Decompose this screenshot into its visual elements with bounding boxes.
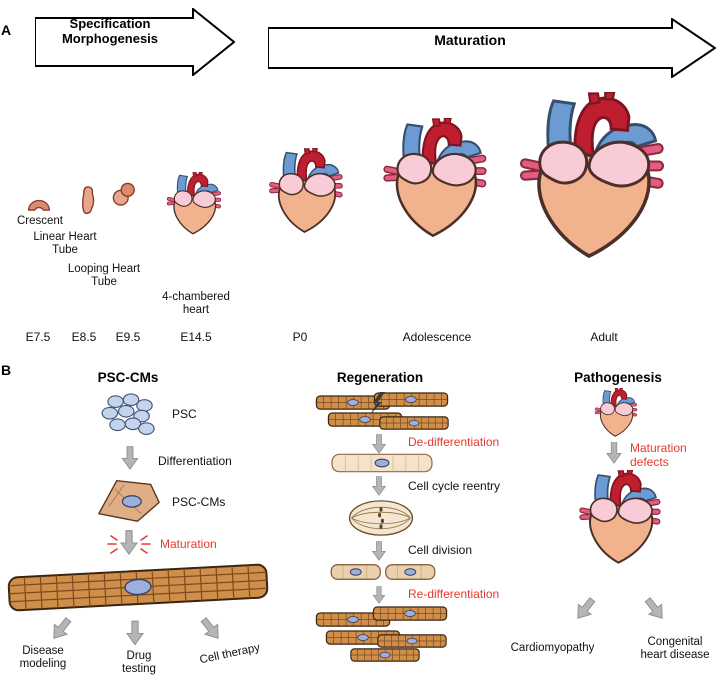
timepoint-adult: Adult bbox=[590, 330, 618, 344]
stage-label-looping-tube: Looping Heart Tube bbox=[67, 263, 141, 288]
cardiomyocyte-cluster-bottom-illustration bbox=[315, 606, 448, 662]
timepoint-p0: P0 bbox=[292, 330, 308, 344]
congenital-heart-disease-label: Congenital heart disease bbox=[640, 636, 710, 661]
regeneration-column-header: Regeneration bbox=[336, 370, 424, 385]
cell-therapy-arrow-icon bbox=[196, 613, 226, 645]
cardiomyopathy-arrow-icon bbox=[570, 593, 600, 625]
regeneration-arrow-2-icon bbox=[371, 476, 387, 496]
differentiation-label: Differentiation bbox=[158, 454, 232, 468]
specification-block-arrow bbox=[35, 8, 235, 76]
stage-label-4-chambered: 4-chambered heart bbox=[162, 291, 230, 316]
mitotic-cell-illustration bbox=[348, 500, 414, 536]
cell-division-label: Cell division bbox=[408, 543, 473, 557]
heart-e14-illustration bbox=[166, 172, 222, 236]
stage-label-linear-tube: Linear Heart Tube bbox=[33, 231, 97, 256]
defective-heart-illustration bbox=[578, 470, 662, 566]
drug-testing-label: Drug testing bbox=[122, 650, 156, 675]
cell-therapy-label: Cell therapy bbox=[198, 641, 262, 667]
specification-arrow-label: Specification Morphogenesis bbox=[61, 16, 159, 46]
mature-cardiomyocyte-illustration bbox=[7, 563, 269, 612]
lightning-icon bbox=[370, 392, 385, 415]
psc-cm-cell-illustration bbox=[98, 480, 160, 522]
regeneration-arrow-3-icon bbox=[371, 541, 387, 561]
pathogenesis-column-header: Pathogenesis bbox=[574, 370, 662, 385]
linear-heart-tube-illustration bbox=[82, 186, 95, 215]
cardiomyopathy-label: Cardiomyopathy bbox=[510, 642, 595, 654]
heart-adolescence-illustration bbox=[382, 118, 488, 240]
timepoint-e14-5: E14.5 bbox=[180, 330, 212, 344]
psc-cluster-illustration bbox=[101, 393, 155, 435]
psc-cms-label: PSC-CMs bbox=[172, 495, 226, 509]
psc-column-header: PSC-CMs bbox=[97, 370, 159, 385]
regeneration-arrow-1-icon bbox=[371, 434, 387, 454]
dedifferentiated-cell-illustration bbox=[331, 453, 433, 473]
heart-adult-illustration bbox=[518, 92, 666, 262]
dividing-cells-illustration bbox=[330, 564, 436, 580]
panel-a-label: A bbox=[1, 22, 12, 38]
heart-p0-illustration bbox=[268, 148, 344, 235]
cardiomyocyte-cluster-top-illustration bbox=[315, 392, 449, 430]
panel-b-label: B bbox=[1, 362, 12, 378]
disease-modeling-arrow-icon bbox=[46, 613, 76, 645]
psc-label: PSC bbox=[172, 407, 197, 421]
maturation-label: Maturation bbox=[160, 537, 217, 551]
regeneration-arrow-4-icon bbox=[371, 586, 387, 604]
maturation-defects-arrow-icon bbox=[606, 442, 622, 464]
dedifferentiation-label: De-differentiation bbox=[408, 435, 500, 449]
looping-heart-tube-illustration bbox=[112, 182, 135, 206]
differentiation-arrow-icon bbox=[121, 446, 139, 470]
timepoint-e9-5: E9.5 bbox=[115, 330, 141, 344]
disease-modeling-label: Disease modeling bbox=[19, 645, 67, 670]
drug-testing-arrow-icon bbox=[126, 620, 144, 646]
redifferentiation-label: Re-differentiation bbox=[408, 587, 500, 601]
maturation-block-arrow bbox=[268, 18, 716, 78]
maturation-arrow-label: Maturation bbox=[434, 32, 506, 48]
cell-cycle-reentry-label: Cell cycle reentry bbox=[408, 479, 501, 493]
maturation-defects-label: Maturation defects bbox=[630, 441, 687, 469]
congenital-arrow-icon bbox=[640, 593, 670, 625]
stage-label-crescent: Crescent bbox=[16, 215, 64, 227]
timepoint-e8-5: E8.5 bbox=[71, 330, 97, 344]
maturation-arrow-icon bbox=[107, 530, 151, 555]
timepoint-e7-5: E7.5 bbox=[25, 330, 51, 344]
immature-heart-illustration bbox=[594, 388, 638, 438]
timepoint-adolescence: Adolescence bbox=[402, 330, 472, 344]
crescent-illustration bbox=[27, 199, 51, 211]
